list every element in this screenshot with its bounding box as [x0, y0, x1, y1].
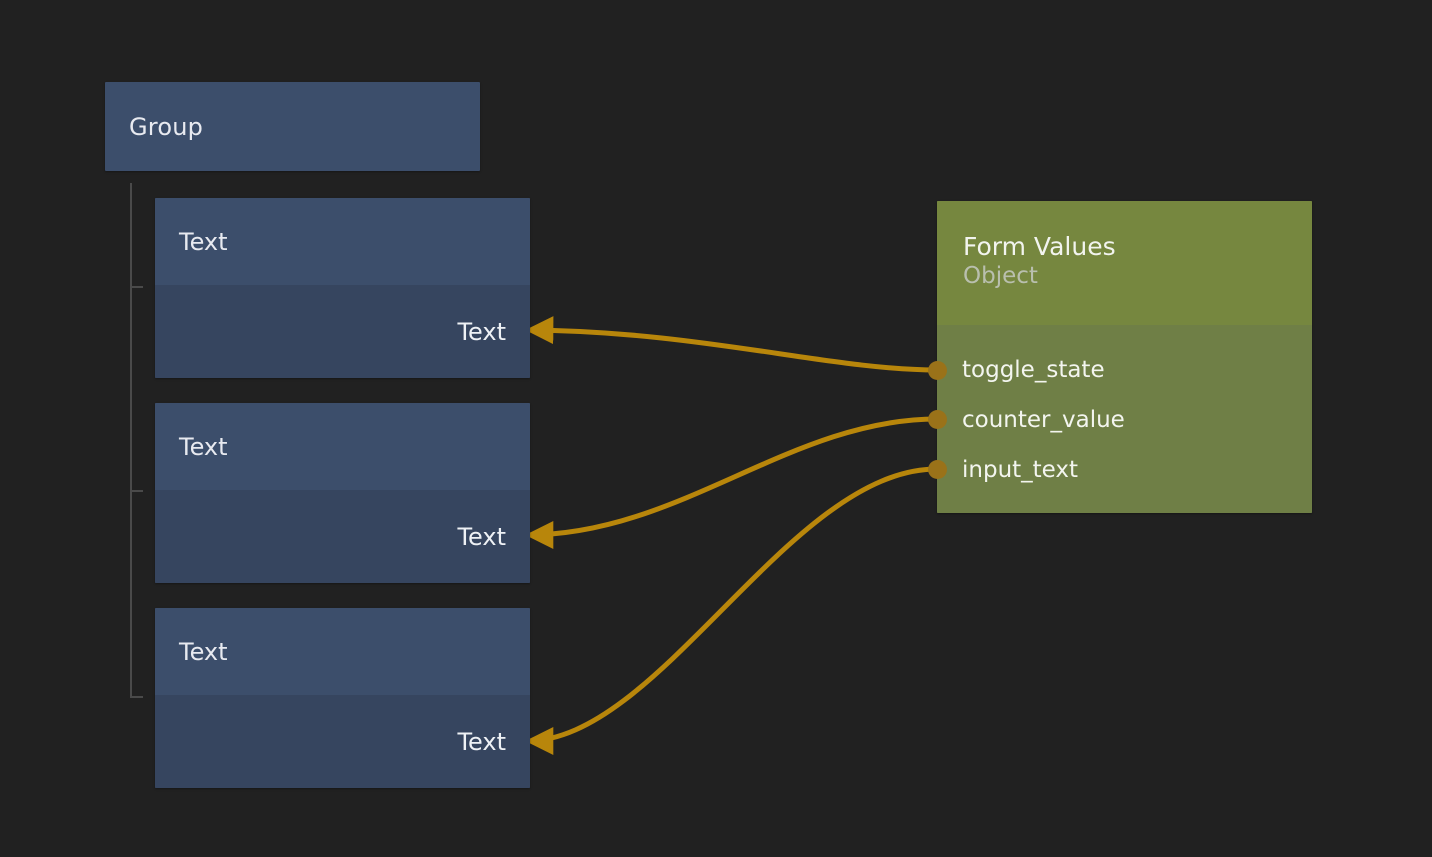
text-node-1-header[interactable]: Text — [155, 198, 530, 285]
text-node-1-body-label: Text — [457, 317, 506, 346]
text-node-3-body-label: Text — [457, 727, 506, 756]
text-node-2-header[interactable]: Text — [155, 403, 530, 490]
text-node-1-body[interactable]: Text — [155, 285, 530, 378]
tree-stub-2 — [130, 490, 143, 492]
object-node-body: toggle_state counter_value input_text — [937, 325, 1312, 513]
edge-toggle-state-to-text-node-1[interactable] — [524, 316, 940, 373]
object-property-row-input-text[interactable]: input_text — [937, 445, 1312, 495]
text-node-3-header-label: Text — [179, 637, 228, 666]
text-node-1[interactable]: Text Text — [155, 198, 530, 378]
text-node-2[interactable]: Text Text — [155, 403, 530, 583]
edge-counter-value-to-text-node-2[interactable] — [524, 416, 940, 549]
output-port-counter-value[interactable] — [928, 410, 947, 429]
object-property-row-toggle-state[interactable]: toggle_state — [937, 345, 1312, 395]
object-property-row-counter-value[interactable]: counter_value — [937, 395, 1312, 445]
object-node-header[interactable]: Form Values Object — [937, 201, 1312, 325]
object-property-label-input-text: input_text — [962, 457, 1079, 483]
object-node-subtitle: Object — [963, 263, 1038, 289]
object-property-label-toggle-state: toggle_state — [962, 357, 1105, 383]
edge-input-text-to-text-node-3[interactable] — [524, 466, 940, 755]
text-node-3-header[interactable]: Text — [155, 608, 530, 695]
text-node-2-header-label: Text — [179, 432, 228, 461]
text-node-2-body[interactable]: Text — [155, 490, 530, 583]
object-node-title: Form Values — [963, 232, 1116, 261]
object-property-label-counter-value: counter_value — [962, 407, 1125, 433]
tree-spine-line — [130, 183, 132, 698]
output-port-toggle-state[interactable] — [928, 361, 947, 380]
group-node[interactable]: Group — [105, 82, 480, 171]
tree-stub-1 — [130, 286, 143, 288]
tree-stub-3 — [130, 696, 143, 698]
object-node-form-values[interactable]: Form Values Object toggle_state counter_… — [937, 201, 1312, 513]
text-node-2-body-label: Text — [457, 522, 506, 551]
group-node-title: Group — [129, 112, 204, 141]
output-port-input-text[interactable] — [928, 460, 947, 479]
text-node-3[interactable]: Text Text — [155, 608, 530, 788]
text-node-3-body[interactable]: Text — [155, 695, 530, 788]
text-node-1-header-label: Text — [179, 227, 228, 256]
